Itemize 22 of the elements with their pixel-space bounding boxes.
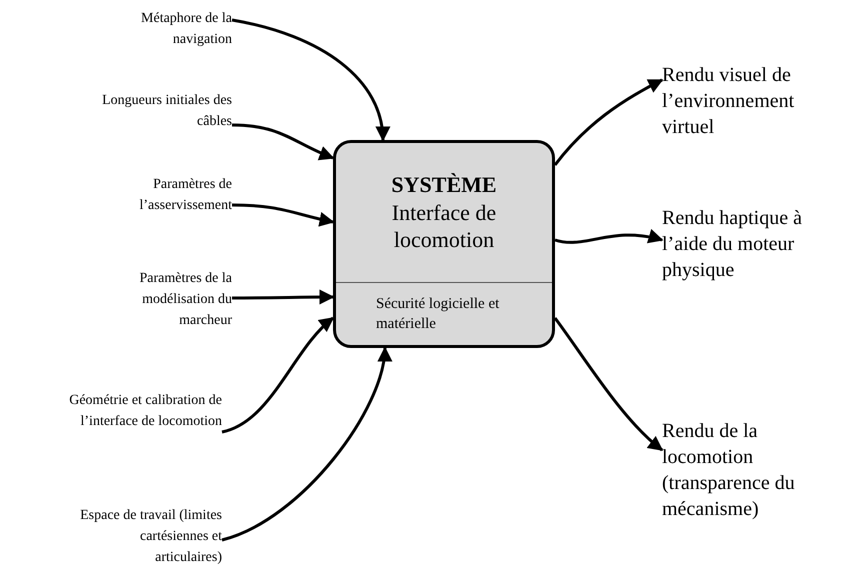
input-label: Métaphore de la navigation bbox=[112, 8, 232, 50]
arrow bbox=[232, 204, 334, 227]
input-label: Géométrie et calibration de l’interface de locomotion bbox=[57, 390, 222, 432]
output-label: Rendu haptique à l’aide du moteur physique bbox=[662, 205, 832, 283]
box-subtitle: Interface de locomotion bbox=[390, 198, 498, 254]
arrow bbox=[554, 78, 664, 166]
output-label: Rendu visuel de l’environnement virtuel bbox=[662, 62, 817, 140]
box-title: SYSTÈME bbox=[391, 171, 497, 199]
arrow bbox=[554, 230, 664, 244]
input-label: Longueurs initiales des câbles bbox=[92, 90, 232, 132]
system-box bbox=[333, 140, 555, 348]
arrow bbox=[222, 316, 334, 434]
input-label: Paramètres de l’asservissement bbox=[112, 174, 232, 216]
arrow bbox=[232, 124, 334, 160]
box-footer-text: Sécurité logicielle et matérielle bbox=[376, 294, 500, 334]
output-label: Rendu de la locomotion (transparence du mécanisme) bbox=[662, 418, 827, 522]
arrow bbox=[232, 18, 390, 142]
arrow bbox=[222, 346, 391, 542]
input-label: Espace de travail (limites cartésiennes et articulaires) bbox=[72, 505, 222, 568]
input-label: Paramètres de la modélisation du marcheur bbox=[112, 268, 232, 331]
arrow bbox=[554, 317, 664, 452]
arrow bbox=[232, 290, 334, 305]
